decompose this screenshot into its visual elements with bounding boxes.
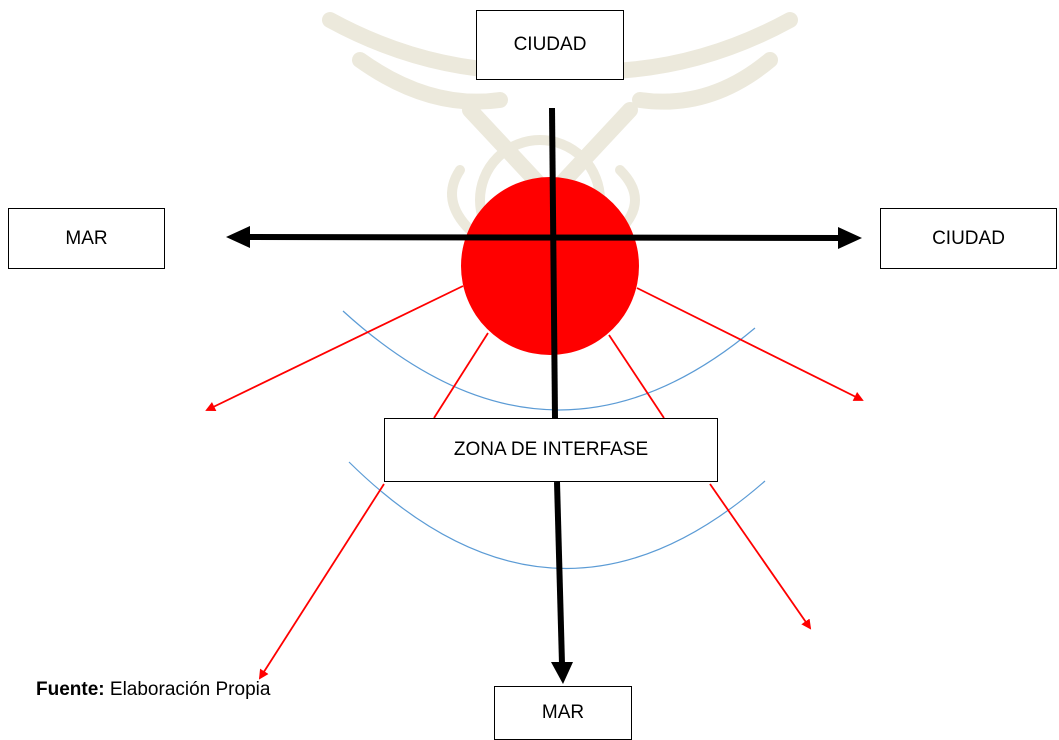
outer-arc <box>348 461 766 570</box>
red-arrow-left <box>205 285 464 412</box>
vertical-arrowhead <box>551 662 573 684</box>
center-circle <box>461 177 639 355</box>
red-arrow-right <box>636 287 864 401</box>
source-label: Fuente: <box>36 679 105 700</box>
red-line-lower-left <box>433 332 489 419</box>
red-arrow-lower-right <box>709 483 812 630</box>
left-arrowhead <box>226 226 250 248</box>
vertical-axis-lower <box>554 481 565 665</box>
inner-arc <box>342 310 756 411</box>
source-caption: Fuente: Elaboración Propia <box>36 679 270 701</box>
horizontal-axis <box>244 234 843 241</box>
label-bottom-text: MAR <box>541 702 585 723</box>
label-middle-text: ZONA DE INTERFASE <box>453 439 649 460</box>
red-line-lower-right <box>608 334 665 419</box>
label-right-text: CIUDAD <box>932 227 1005 249</box>
source-text: Elaboración Propia <box>109 679 271 700</box>
label-box-top: CIUDAD <box>476 10 624 80</box>
label-box-right: CIUDAD <box>880 208 1057 269</box>
vertical-axis-upper <box>549 107 558 419</box>
red-arrow-lower-left <box>258 483 385 680</box>
label-left-text: MAR <box>65 227 108 249</box>
label-top-text: CIUDAD <box>513 34 587 55</box>
label-box-middle: ZONA DE INTERFASE <box>384 418 718 482</box>
label-box-bottom: MAR <box>494 686 632 740</box>
label-box-left: MAR <box>8 208 165 269</box>
right-arrowhead <box>838 227 862 249</box>
